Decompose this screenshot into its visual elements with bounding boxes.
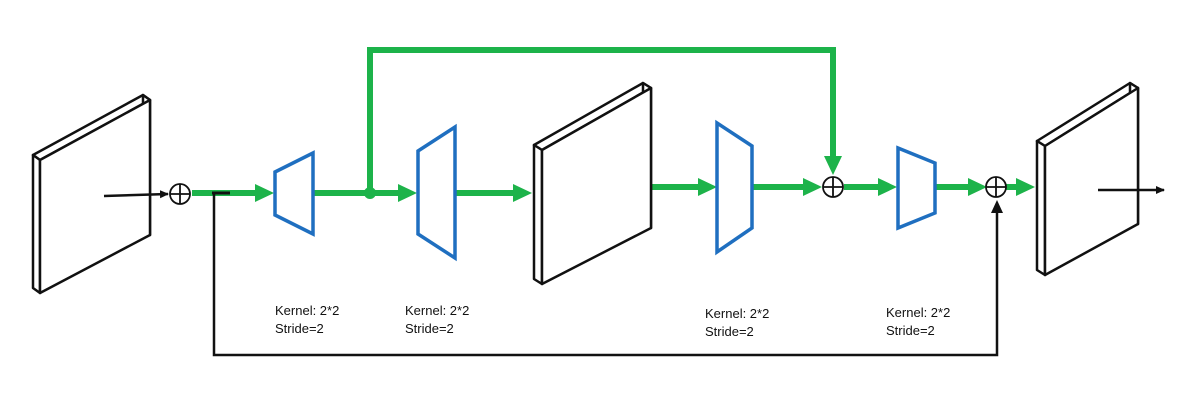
conv-block-2 — [416, 123, 457, 262]
block-1-label: Kernel: 2*2 Stride=2 — [275, 302, 339, 338]
conv-block-1 — [273, 150, 315, 237]
lower-skip-connection — [212, 191, 1003, 357]
block-3-stride: Stride=2 — [705, 324, 754, 339]
output-feature-map — [1035, 81, 1140, 277]
block-4-stride: Stride=2 — [886, 323, 935, 338]
block-3-kernel: Kernel: 2*2 — [705, 306, 770, 321]
flow-arrowhead-2 — [398, 184, 417, 202]
block-1-kernel: Kernel: 2*2 — [275, 303, 340, 318]
upper-skip-arrowhead — [824, 156, 842, 175]
middle-feature-map — [532, 81, 653, 286]
input-arrow — [103, 190, 169, 199]
main-flow-lines — [192, 47, 1035, 202]
circled-plus-icon — [985, 176, 1007, 198]
input-feature-map — [31, 93, 152, 295]
block-2-stride: Stride=2 — [405, 321, 454, 336]
flow-arrowhead-6 — [878, 178, 897, 196]
flow-arrowhead-7 — [968, 178, 987, 196]
flow-arrowhead-5 — [803, 178, 822, 196]
block-3-label: Kernel: 2*2 Stride=2 — [705, 305, 769, 341]
lower-skip-line — [212, 193, 999, 357]
block-1-stride: Stride=2 — [275, 321, 324, 336]
block-4-label: Kernel: 2*2 Stride=2 — [886, 304, 950, 340]
branch-dot — [364, 187, 376, 199]
block-4-kernel: Kernel: 2*2 — [886, 305, 951, 320]
upper-skip-line — [367, 47, 836, 193]
flow-arrowhead-4 — [698, 178, 717, 196]
flow-arrowhead-3 — [513, 184, 532, 202]
circled-plus-icon — [169, 183, 191, 205]
flow-arrowhead-1 — [255, 184, 274, 202]
circled-plus-icon — [822, 176, 844, 198]
lower-skip-arrowhead — [991, 200, 1003, 213]
conv-block-3 — [715, 119, 754, 256]
block-2-label: Kernel: 2*2 Stride=2 — [405, 302, 469, 338]
conv-block-4 — [896, 145, 937, 231]
flow-arrowhead-8 — [1016, 178, 1035, 196]
block-2-kernel: Kernel: 2*2 — [405, 303, 470, 318]
